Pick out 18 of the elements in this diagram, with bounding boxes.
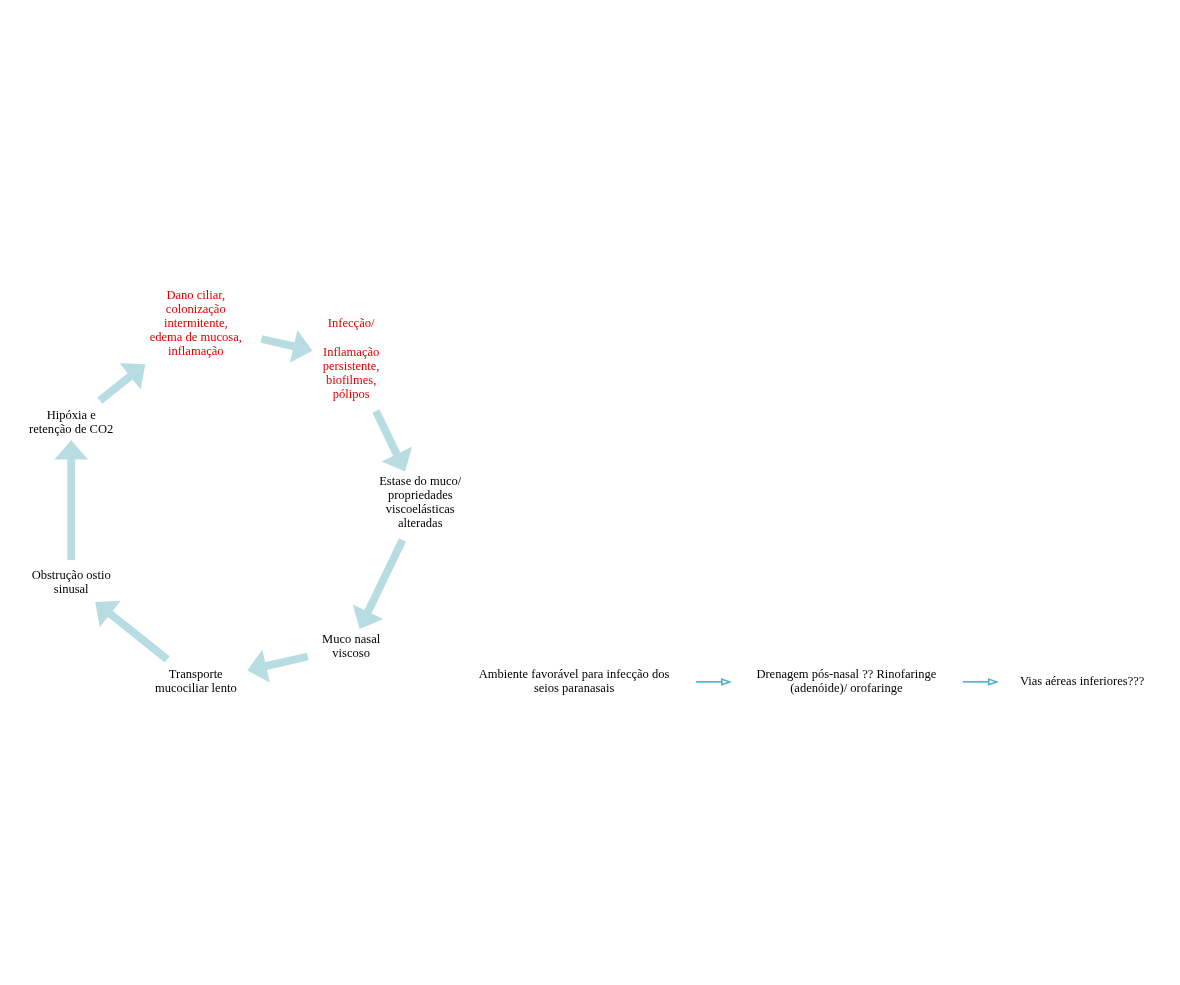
arrow	[372, 409, 412, 472]
arrow	[97, 363, 146, 404]
node-text: Obstrução ostio sinusal	[31, 567, 111, 596]
node-text: Muco nasal viscoso	[322, 631, 381, 660]
node-text: Vias aéreas inferiores???	[1019, 673, 1145, 688]
arrow	[352, 538, 406, 630]
arrow	[95, 600, 170, 663]
node-text: Drenagem pós-nasal ?? Rinofaringe (adenóide)/ orofaringe	[756, 666, 937, 695]
node-text: Hipóxia e retenção de CO2	[29, 408, 114, 437]
arrow	[247, 649, 309, 683]
node-text: Infecção/ Inflamação persistente, biofilmes, pólipos	[322, 315, 380, 402]
arrow	[695, 678, 733, 686]
node-text: Dano ciliar, colonização intermitente, edema de mucosa, inflamação	[149, 287, 242, 359]
arrow	[962, 678, 999, 686]
node-text: Transporte mucociliar lento	[154, 667, 237, 696]
arrow	[260, 329, 313, 363]
node-text: Estase do muco/ propriedades viscoelásticas alteradas	[379, 473, 462, 531]
node-text: Ambiente favorável para infecção dos seios paranasais	[478, 666, 670, 695]
